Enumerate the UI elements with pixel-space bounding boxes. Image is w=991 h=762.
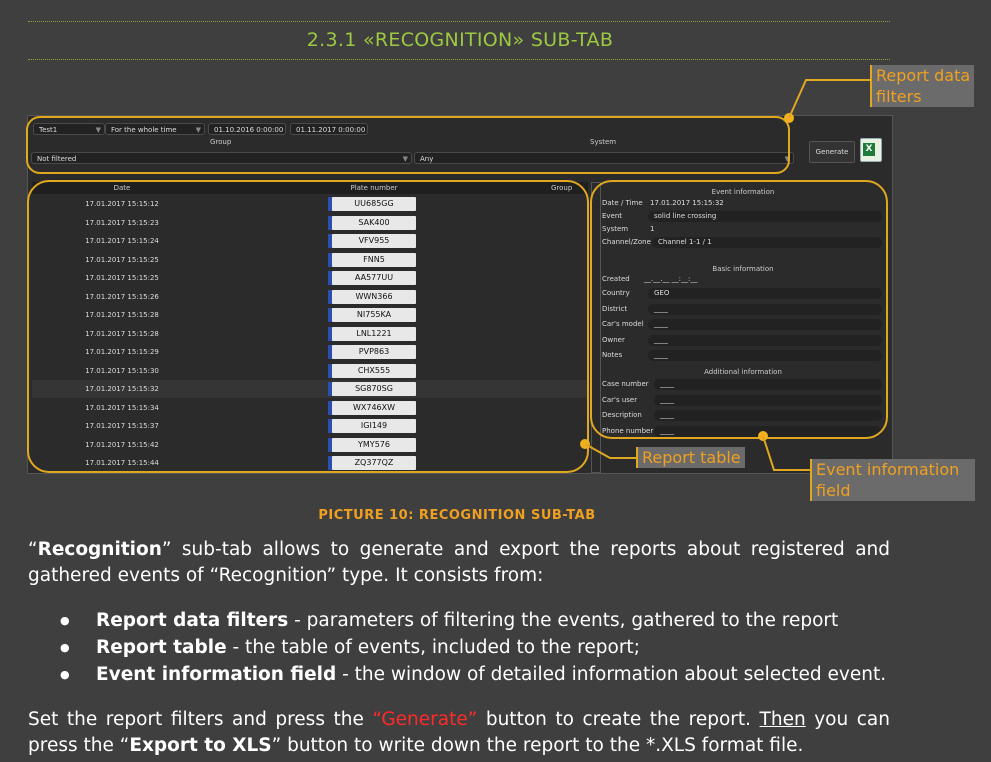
row-date: 17.01.2017 15:15:42 (85, 440, 159, 449)
system-label: System (590, 138, 617, 146)
created-row: Created__.__.__ __:__:__ (602, 275, 698, 283)
row-date: 17.01.2017 15:15:28 (85, 311, 159, 319)
car-model-row[interactable]: Car's model____ (600, 318, 882, 331)
table-row[interactable]: 17.01.2017 15:15:24 VFV955 (32, 232, 588, 250)
generate-button[interactable]: Generate (809, 141, 855, 163)
row-date: 17.01.2017 15:15:26 (85, 292, 159, 301)
row-plate: FNN5 (332, 252, 416, 267)
table-row[interactable]: 17.01.2017 15:15:23 SAK400 (32, 214, 588, 232)
row-date: 17.01.2017 15:15:25 (85, 255, 159, 264)
table-row[interactable]: 17.01.2017 15:15:44 ZQ377QZ (32, 454, 588, 472)
table-row[interactable]: 17.01.2017 15:15:29 PVP863 (32, 343, 588, 361)
row-plate: YMY576 (332, 437, 416, 452)
additional-info-title: Additional information (704, 368, 782, 376)
intro-paragraph: “Recognition” sub-tab allows to generate… (28, 539, 890, 586)
column-group[interactable]: Group (551, 184, 573, 192)
column-date[interactable]: Date (113, 184, 131, 192)
row-plate: AA577UU (332, 271, 416, 285)
top-divider (28, 21, 890, 22)
row-plate: WWN366 (332, 289, 416, 304)
table-row[interactable]: 17.01.2017 15:15:42 YMY576 (32, 436, 588, 454)
export-xls-icon[interactable] (860, 138, 882, 162)
group-filter-select[interactable]: Not filtered▼ (31, 152, 412, 164)
row-plate: VFV955 (332, 234, 416, 248)
row-date: 17.01.2017 15:15:30 (85, 366, 159, 375)
case-number-row[interactable]: Case number____ (600, 378, 882, 391)
table-header: Date Plate number Group (32, 182, 588, 194)
chevron-down-icon: ▼ (195, 126, 201, 134)
table-row[interactable]: 17.01.2017 15:15:37 IGI149 (32, 417, 588, 435)
row-date: 17.01.2017 15:15:44 (85, 459, 159, 467)
outro-paragraph: Set the report filters and press the “Ge… (28, 709, 890, 756)
table-row[interactable]: 17.01.2017 15:15:25 FNN5 (32, 251, 588, 269)
owner-row[interactable]: Owner____ (600, 334, 882, 347)
row-date: 17.01.2017 15:15:34 (85, 403, 159, 412)
list-item: Event information field - the window of … (60, 661, 886, 688)
table-callout: Report table (636, 447, 745, 468)
period-select[interactable]: For the whole time▼ (105, 123, 205, 135)
event-info-title: Event information (711, 188, 775, 196)
date-to-field[interactable]: 01.11.2017 0:00:00 (290, 123, 368, 135)
table-row[interactable]: 17.01.2017 15:15:26 WWN366 (32, 288, 588, 306)
chevron-down-icon: ▼ (95, 126, 101, 134)
row-date: 17.01.2017 15:15:24 (85, 237, 159, 245)
phone-row[interactable]: Phone number____ (600, 425, 882, 438)
list-item: Report data filters - parameters of filt… (60, 607, 886, 634)
notes-row[interactable]: Notes____ (600, 349, 882, 362)
row-date: 17.01.2017 15:15:37 (85, 422, 159, 430)
table-row[interactable]: 17.01.2017 15:15:34 WX746XW (32, 399, 588, 417)
table-row[interactable]: 17.01.2017 15:15:12 UU685GG (32, 195, 588, 213)
chevron-down-icon: ▼ (402, 155, 408, 163)
row-plate: SAK400 (332, 215, 416, 230)
event-info-highlight (590, 180, 888, 439)
row-plate: NI755KA (332, 308, 416, 322)
table-row[interactable]: 17.01.2017 15:15:32 SG870SG (32, 380, 588, 398)
row-plate: WX746XW (332, 400, 416, 415)
row-date: 17.01.2017 15:15:12 (85, 200, 159, 208)
row-plate: CHX555 (332, 363, 416, 378)
car-user-row[interactable]: Car's user____ (600, 394, 882, 407)
chevron-down-icon: ▼ (784, 155, 790, 163)
row-date: 17.01.2017 15:15:32 (85, 385, 159, 393)
table-highlight (27, 180, 589, 473)
row-date: 17.01.2017 15:15:28 (85, 329, 159, 338)
test-select[interactable]: Test1▼ (33, 123, 105, 135)
district-row[interactable]: District____ (600, 303, 882, 316)
table-row[interactable]: 17.01.2017 15:15:25 AA577UU (32, 269, 588, 287)
row-plate: IGI149 (332, 419, 416, 433)
table-row[interactable]: 17.01.2017 15:15:30 CHX555 (32, 362, 588, 380)
row-plate: LNL1221 (332, 326, 416, 341)
recognition-screenshot: Test1▼ For the whole time▼ 01.10.2016 0:… (27, 115, 893, 474)
row-date: 17.01.2017 15:15:23 (85, 218, 159, 227)
system-filter-select[interactable]: Any▼ (414, 152, 794, 164)
section-title: 2.3.1 «RECOGNITION» SUB-TAB (306, 29, 614, 51)
list-item: Report table - the table of events, incl… (60, 634, 886, 661)
bottom-divider (28, 59, 890, 60)
row-date: 17.01.2017 15:15:25 (85, 274, 159, 282)
row-plate: SG870SG (332, 382, 416, 396)
row-plate: UU685GG (332, 197, 416, 211)
row-plate: ZQ377QZ (332, 456, 416, 470)
column-plate[interactable]: Plate number (350, 184, 398, 192)
table-row[interactable]: 17.01.2017 15:15:28 LNL1221 (32, 325, 588, 343)
figure-caption: PICTURE 10: RECOGNITION SUB-TAB (318, 508, 596, 523)
components-list: Report data filters - parameters of filt… (60, 607, 886, 688)
row-date: 17.01.2017 15:15:29 (85, 348, 159, 356)
filters-highlight (26, 116, 790, 174)
description-row[interactable]: Description____ (600, 409, 882, 422)
group-label: Group (210, 138, 232, 146)
table-row[interactable]: 17.01.2017 15:15:28 NI755KA (32, 306, 588, 324)
row-plate: PVP863 (332, 345, 416, 359)
basic-info-title: Basic information (712, 265, 774, 273)
date-from-field[interactable]: 01.10.2016 0:00:00 (208, 123, 286, 135)
